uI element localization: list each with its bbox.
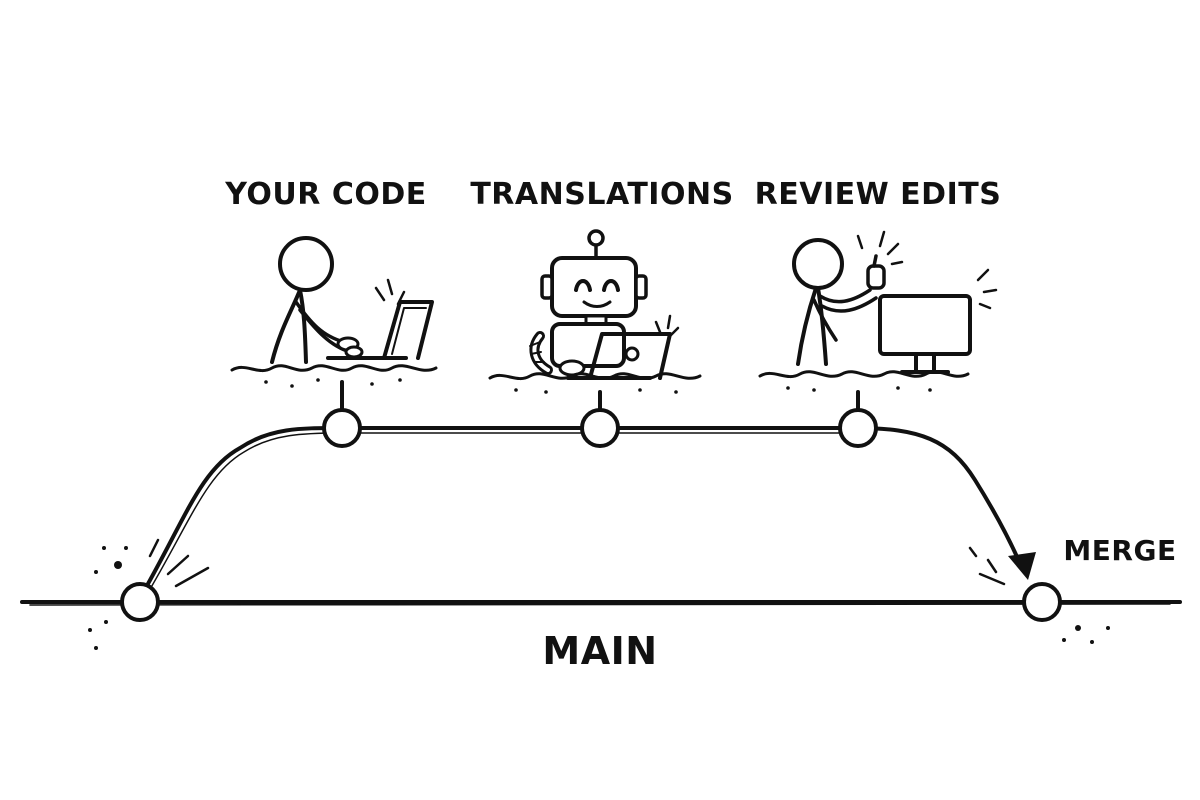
stage-label-translations: TRANSLATIONS bbox=[470, 177, 733, 212]
person-typing-on-laptop-icon bbox=[230, 236, 438, 388]
robot-with-laptop-icon bbox=[488, 229, 702, 394]
merge-arrowhead-icon bbox=[1008, 552, 1036, 580]
commit-node-translations bbox=[580, 390, 620, 448]
feature-branch-line bbox=[138, 426, 1024, 600]
stage-label-review-edits: REVIEW EDITS bbox=[755, 177, 1002, 212]
start-sparkles-icon bbox=[88, 538, 210, 650]
merge-label: MERGE bbox=[1063, 534, 1176, 567]
main-start-node bbox=[120, 582, 160, 622]
merge-sparkles-icon bbox=[968, 546, 1110, 644]
main-branch-label: MAIN bbox=[542, 629, 657, 673]
commit-node-your-code bbox=[322, 380, 362, 448]
stage-label-your-code: YOUR CODE bbox=[224, 177, 426, 212]
main-branch-line bbox=[20, 600, 1182, 606]
commit-node-review-edits bbox=[838, 390, 878, 448]
merge-node bbox=[1022, 582, 1062, 622]
person-thumbs-up-monitor-icon bbox=[758, 230, 998, 392]
